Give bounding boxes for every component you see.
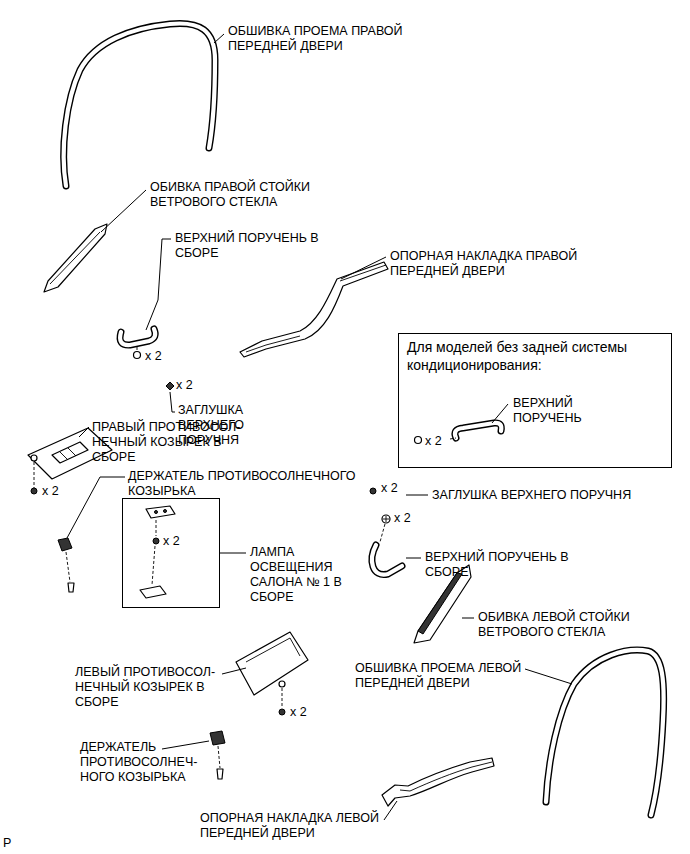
scuff-plate <box>400 762 492 791</box>
door-opening-trim <box>546 650 664 815</box>
assist-grip <box>372 545 402 575</box>
sun-visor <box>246 638 300 662</box>
screw <box>382 515 390 523</box>
leader-line <box>220 553 246 554</box>
assist-grip <box>120 329 155 345</box>
screw <box>31 488 37 494</box>
assist-grip <box>120 329 155 345</box>
vanity-mirror <box>60 448 76 460</box>
quantity-label: x 2 <box>145 349 175 364</box>
screw-axis <box>218 746 220 768</box>
leader-line <box>67 477 125 538</box>
part-label: ОБШИВКА ПРОЕМА ЛЕВОЙ ПЕРЕДНЕЙ ДВЕРИ <box>355 661 555 691</box>
part-label: ВЕРХНИЙ ПОРУЧЕНЬ В СБОРЕ <box>175 231 345 261</box>
part-label: ОПОРНАЯ НАКЛАДКА ЛЕВОЙ ПЕРЕДНЕЙ ДВЕРИ <box>200 811 420 841</box>
grip-plug <box>370 488 376 494</box>
screw-axis <box>450 438 456 439</box>
lamp-lens <box>140 586 166 598</box>
quantity-label: x 2 <box>42 484 72 499</box>
screw <box>68 583 74 592</box>
leader-line <box>462 618 474 619</box>
screw <box>279 709 285 715</box>
inset-note: Для моделей без задней системы кондицион… <box>407 338 662 374</box>
vanity-mirror <box>52 442 88 463</box>
part-label: ЛАМПА ОСВЕЩЕНИЯ САЛОНА № 1 В СБОРЕ <box>250 545 358 605</box>
lamp-detail <box>164 510 167 513</box>
figure-code: P <box>3 836 23 851</box>
scuff-plate <box>382 758 494 806</box>
scuff-plate <box>240 262 388 357</box>
quantity-label: x 2 <box>176 378 206 393</box>
leader-line <box>406 558 421 559</box>
leader-line <box>170 392 175 412</box>
quantity-label: x 2 <box>163 534 193 549</box>
screw-axis <box>380 524 385 542</box>
leader-line <box>214 34 224 43</box>
part-label: ОБИВКА ПРАВОЙ СТОЙКИ ВЕТРОВОГО СТЕКЛА <box>150 180 350 210</box>
leader-line <box>341 257 386 279</box>
detail-box: x 2 <box>122 498 220 608</box>
assist-grip <box>372 545 402 575</box>
leader-line <box>384 801 397 820</box>
part-label: ЛЕВЫЙ ПРОТИВОСОЛ- НЕЧНЫЙ КОЗЫРЕК В СБОРЕ <box>75 665 241 710</box>
scuff-plate <box>246 265 386 352</box>
quantity-label: x 2 <box>290 705 320 720</box>
leader-line <box>222 668 246 674</box>
lamp-housing <box>146 506 175 518</box>
part-label: ЗАГЛУШКА ВЕРХНЕГО ПОРУЧНЯ <box>432 488 672 503</box>
pillar-garnish <box>418 573 462 634</box>
lamp-detail <box>155 511 158 514</box>
screw-axis <box>66 552 70 582</box>
leader-line <box>146 239 171 330</box>
screw <box>134 352 141 359</box>
screw-axis <box>282 688 283 708</box>
screw-axis <box>152 546 155 585</box>
leader-line <box>101 190 146 232</box>
quantity-label: x 2 <box>425 434 449 449</box>
screw <box>415 437 422 444</box>
door-opening-trim <box>64 23 215 186</box>
screw <box>217 769 223 779</box>
leader-line <box>525 669 572 684</box>
part-label: ОПОРНАЯ НАКЛАДКА ПРАВОЙ ПЕРЕДНЕЙ ДВЕРИ <box>390 249 615 279</box>
leader-line <box>79 427 89 437</box>
visor-holder <box>58 538 72 551</box>
leader-line <box>492 404 508 423</box>
quantity-label: x 2 <box>381 481 405 496</box>
quantity-label: x 2 <box>394 511 424 526</box>
leader-line <box>406 495 428 496</box>
screw-axis <box>34 462 35 488</box>
grip-plug <box>166 382 174 390</box>
screw-axis <box>137 347 138 351</box>
leader-line <box>162 741 209 749</box>
assist-grip <box>455 423 501 438</box>
visor-hinge <box>279 681 285 687</box>
part-label: ДЕРЖАТЕЛЬ ПРОТИВОСОЛНЕЧ- НОГО КОЗЫРЬКА <box>80 740 215 785</box>
part-label: ВЕРХНИЙ ПОРУЧЕНЬ В СБОРЕ <box>425 550 595 580</box>
screw <box>383 516 389 522</box>
part-label: ПРАВЫЙ ПРОТИВОСОЛ- НЕЧНЫЙ КОЗЫРЕК В СБОР… <box>92 420 258 465</box>
part-label: ОБШИВКА ПРОЕМА ПРАВОЙ ПЕРЕДНЕЙ ДВЕРИ <box>228 24 433 54</box>
door-opening-trim <box>64 23 215 186</box>
sun-visor <box>236 632 308 695</box>
assist-grip <box>455 423 501 438</box>
visor-holder <box>210 731 225 745</box>
pillar-garnish <box>44 224 107 292</box>
part-label: ДЕРЖАТЕЛЬ ПРОТИВОСОЛНЕЧНОГО КОЗЫРЬКА <box>128 469 388 499</box>
door-opening-trim <box>546 650 664 815</box>
screw-axis <box>156 520 157 536</box>
part-label: ОБИВКА ЛЕВОЙ СТОЙКИ ВЕТРОВОГО СТЕКЛА <box>478 610 668 640</box>
pillar-garnish <box>50 232 100 284</box>
visor-hinge <box>31 455 37 461</box>
screw <box>153 538 159 544</box>
part-label: ВЕРХНИЙ ПОРУЧЕНЬ <box>513 396 605 426</box>
variant-inset-box: Для моделей без задней системы кондицион… <box>398 333 672 468</box>
